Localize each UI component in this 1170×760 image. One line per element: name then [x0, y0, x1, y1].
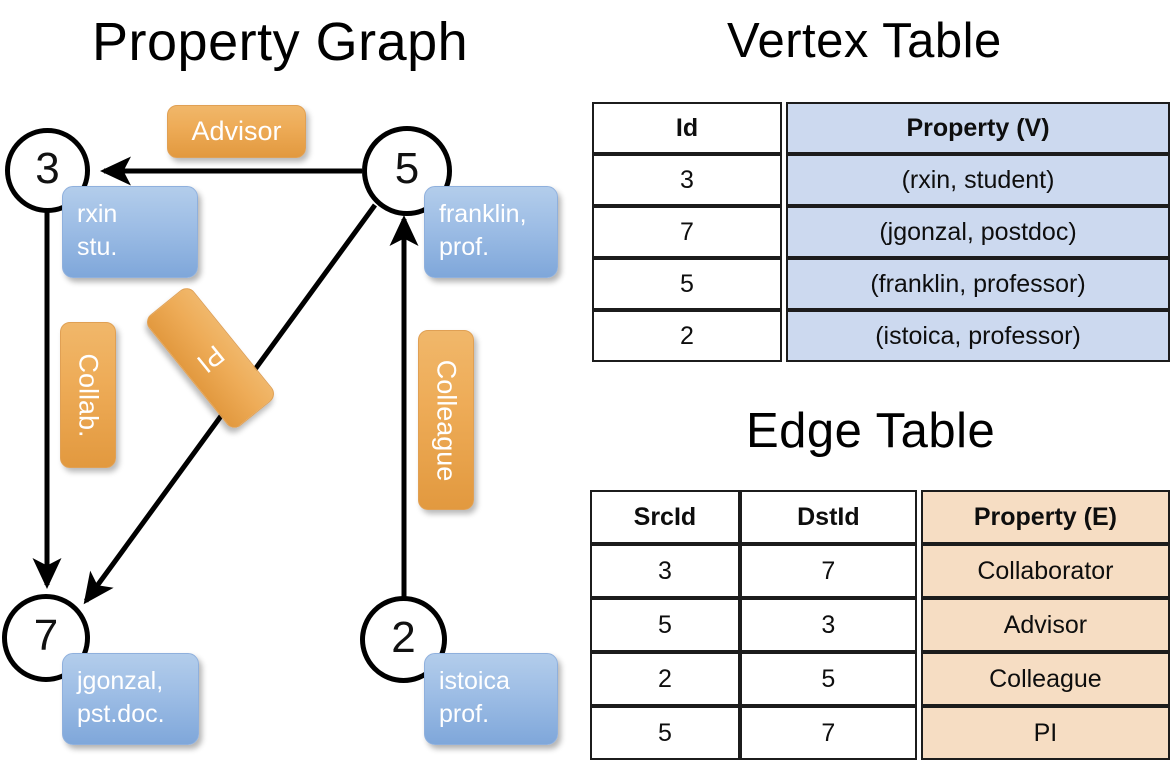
vertex-property-box-7-line1: jgonzal,	[77, 667, 164, 695]
page-title-vertex-table: Vertex Table	[727, 14, 1002, 68]
vertex-table-cell-id: 7	[592, 206, 782, 258]
vertex-node-3-label: 3	[35, 143, 60, 193]
vertex-node-2-label: 2	[391, 612, 416, 662]
vertex-table: Id Property (V) 3 (rxin, student) 7 (jgo…	[592, 102, 1170, 362]
edge-table-header-srcid: SrcId	[590, 490, 740, 544]
vertex-table-cell-property: (istoica, professor)	[786, 310, 1170, 362]
edge-table-cell-srcid: 5	[590, 598, 740, 652]
edge-table-cell-srcid: 2	[590, 652, 740, 706]
edge-table-cell-property: Collaborator	[920, 544, 1170, 598]
edge-table-header-row: SrcId DstId Property (E)	[590, 490, 1170, 544]
page-title-property-graph: Property Graph	[92, 12, 469, 72]
vertex-property-box-3-line1: rxin	[77, 200, 118, 228]
table-row[interactable]: 3 (rxin, student)	[592, 154, 1170, 206]
vertex-table-header-id: Id	[592, 102, 782, 154]
vertex-table-cell-property: (rxin, student)	[786, 154, 1170, 206]
vertex-property-box-2[interactable]: istoica prof.	[424, 653, 558, 745]
vertex-property-box-7[interactable]: jgonzal, pst.doc.	[62, 653, 199, 745]
edge-label-collab-text: Collab.	[73, 352, 104, 438]
edge-table-cell-property: PI	[920, 706, 1170, 760]
edge-table-cell-dstid: 3	[739, 598, 917, 652]
vertex-property-box-5-line2: prof.	[439, 233, 490, 261]
table-row[interactable]: 3 7 Collaborator	[590, 544, 1170, 598]
edge-label-colleague[interactable]: Colleague	[418, 330, 474, 510]
vertex-property-box-2-line2: prof.	[439, 700, 490, 728]
edge-label-advisor-text: Advisor	[191, 116, 282, 146]
edge-label-colleague-text: Colleague	[431, 359, 462, 481]
edge-table-cell-srcid: 5	[590, 706, 740, 760]
vertex-node-5-label: 5	[394, 144, 420, 193]
vertex-property-box-5-line1: franklin,	[439, 200, 527, 228]
edge-table-cell-dstid: 5	[739, 652, 917, 706]
vertex-node-7-label: 7	[33, 611, 59, 660]
vertex-table-cell-id: 3	[592, 154, 782, 206]
edge-table-header-property: Property (E)	[920, 490, 1170, 544]
edge-table-cell-srcid: 3	[590, 544, 740, 598]
table-row[interactable]: 5 3 Advisor	[590, 598, 1170, 652]
vertex-property-box-3[interactable]: rxin stu.	[62, 186, 198, 278]
vertex-property-box-3-line2: stu.	[77, 233, 118, 261]
edge-table: SrcId DstId Property (E) 3 7 Collaborato…	[590, 490, 1170, 760]
edge-table-cell-dstid: 7	[739, 706, 917, 760]
vertex-property-box-2-line1: istoica	[439, 667, 510, 695]
vertex-table-cell-property: (jgonzal, postdoc)	[786, 206, 1170, 258]
vertex-node-2[interactable]: 2	[360, 596, 447, 683]
vertex-property-box-5[interactable]: franklin, prof.	[424, 186, 558, 278]
table-row[interactable]: 7 (jgonzal, postdoc)	[592, 206, 1170, 258]
page-title-edge-table: Edge Table	[746, 404, 996, 458]
edge-label-pi-text: PI	[191, 338, 231, 379]
table-row[interactable]: 2 5 Colleague	[590, 652, 1170, 706]
edge-table-header-dstid: DstId	[739, 490, 917, 544]
vertex-node-5[interactable]: 5	[362, 126, 452, 216]
edge-label-advisor[interactable]: Advisor	[167, 105, 306, 158]
vertex-table-cell-property: (franklin, professor)	[786, 258, 1170, 310]
vertex-property-box-7-line2: pst.doc.	[77, 700, 165, 728]
edge-table-cell-property: Colleague	[920, 652, 1170, 706]
vertex-table-header-property: Property (V)	[786, 102, 1170, 154]
vertex-table-header-row: Id Property (V)	[592, 102, 1170, 154]
table-row[interactable]: 5 (franklin, professor)	[592, 258, 1170, 310]
property-graph-diagram: 3 5 7 2 rxin stu. franklin, prof. jgonza…	[2, 105, 558, 745]
edge-label-collab[interactable]: Collab.	[60, 322, 116, 468]
vertex-table-cell-id: 5	[592, 258, 782, 310]
table-row[interactable]: 5 7 PI	[590, 706, 1170, 760]
edge-table-cell-property: Advisor	[920, 598, 1170, 652]
vertex-table-cell-id: 2	[592, 310, 782, 362]
table-row[interactable]: 2 (istoica, professor)	[592, 310, 1170, 362]
edge-table-cell-dstid: 7	[739, 544, 917, 598]
